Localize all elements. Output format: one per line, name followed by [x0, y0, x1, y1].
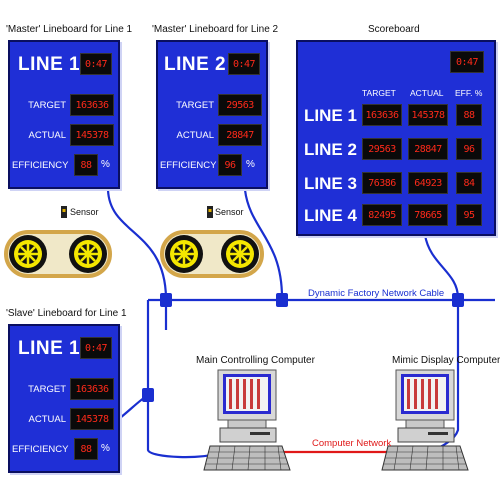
- sensor1-label: Sensor: [70, 207, 99, 217]
- master1-actual-label: ACTUAL: [28, 130, 66, 141]
- slave1-percent-sign: %: [101, 443, 110, 454]
- scoreboard-row-actual: 78665: [408, 204, 448, 226]
- master1-title: LINE 1: [18, 54, 81, 75]
- connector-4: [142, 388, 154, 402]
- cable-master1: [106, 189, 168, 299]
- slave1-target-label: TARGET: [28, 384, 66, 395]
- scoreboard-row-target: 76386: [362, 172, 402, 194]
- computer-network-label: Computer Network: [312, 438, 392, 449]
- scoreboard-clock: 0:47: [450, 51, 484, 73]
- slave1-actual-value: 145378: [70, 408, 114, 430]
- master2-target-value: 29563: [218, 94, 262, 116]
- master2-target-label: TARGET: [176, 100, 214, 111]
- slave1-clock: 0:47: [80, 337, 112, 359]
- scoreboard-row-target: 29563: [362, 138, 402, 160]
- mimic-computer-label: Mimic Display Computer: [392, 355, 500, 366]
- master2-percent-sign: %: [246, 159, 255, 170]
- master2-actual-value: 28847: [218, 124, 262, 146]
- master2-clock: 0:47: [228, 53, 260, 75]
- slave1-target-value: 163636: [70, 378, 114, 400]
- scoreboard-col-eff: EFF. %: [455, 88, 483, 98]
- scoreboard-row-target: 163636: [362, 104, 402, 126]
- scoreboard-row-eff: 84: [456, 172, 482, 194]
- scoreboard-row-actual: 28847: [408, 138, 448, 160]
- slave1-caption: 'Slave' Lineboard for Line 1: [6, 308, 127, 319]
- master2-lineboard: LINE 2 0:47 TARGET 29563 ACTUAL 28847 EF…: [156, 40, 268, 189]
- master1-target-value: 163636: [70, 94, 114, 116]
- cable-scoreboard: [423, 234, 460, 299]
- master1-target-label: TARGET: [28, 100, 66, 111]
- factory-network-cable-label: Dynamic Factory Network Cable: [308, 288, 445, 299]
- master1-percent-sign: %: [101, 159, 110, 170]
- master2-actual-label: ACTUAL: [176, 130, 214, 141]
- sensor2-label: Sensor: [215, 207, 244, 217]
- master2-efficiency-label: EFFICIENCY: [160, 160, 217, 171]
- scoreboard-caption: Scoreboard: [368, 24, 420, 35]
- master1-efficiency-value: 88: [74, 154, 98, 176]
- scoreboard-row-actual: 64923: [408, 172, 448, 194]
- connector-1: [160, 293, 172, 307]
- master1-efficiency-label: EFFICIENCY: [12, 160, 69, 171]
- slave1-efficiency-label: EFFICIENCY: [12, 444, 69, 455]
- master2-caption: 'Master' Lineboard for Line 2: [152, 24, 279, 35]
- scoreboard-row-target: 82495: [362, 204, 402, 226]
- sensor1-icon: [61, 206, 67, 218]
- scoreboard-row-line: LINE 1: [304, 106, 357, 125]
- scoreboard-row-eff: 95: [456, 204, 482, 226]
- master2-efficiency-value: 96: [218, 154, 242, 176]
- master2-title: LINE 2: [164, 54, 227, 75]
- scoreboard-row-eff: 88: [456, 104, 482, 126]
- slave1-lineboard: LINE 1 0:47 TARGET 163636 ACTUAL 145378 …: [8, 324, 120, 473]
- scoreboard-row-line: LINE 3: [304, 174, 357, 193]
- scoreboard-row-eff: 96: [456, 138, 482, 160]
- conveyor2-icon: [160, 230, 264, 278]
- scoreboard-col-target: TARGET: [362, 88, 396, 98]
- cable-master2: [243, 189, 284, 299]
- conveyor1-icon: [4, 230, 112, 278]
- scoreboard: 0:47 TARGET ACTUAL EFF. % LINE 1 163636 …: [296, 40, 496, 236]
- master1-actual-value: 145378: [70, 124, 114, 146]
- slave1-efficiency-value: 88: [74, 438, 98, 460]
- connector-3: [452, 293, 464, 307]
- master1-lineboard: LINE 1 0:47 TARGET 163636 ACTUAL 145378 …: [8, 40, 120, 189]
- scoreboard-row-actual: 145378: [408, 104, 448, 126]
- scoreboard-row-line: LINE 2: [304, 140, 357, 159]
- scoreboard-row-line: LINE 4: [304, 206, 357, 225]
- main-computer-label: Main Controlling Computer: [196, 355, 315, 366]
- scoreboard-col-actual: ACTUAL: [410, 88, 444, 98]
- sensor2-icon: [207, 206, 213, 218]
- mimic-computer-icon: [381, 369, 469, 471]
- main-computer-icon: [203, 369, 291, 471]
- connector-2: [276, 293, 288, 307]
- master1-clock: 0:47: [80, 53, 112, 75]
- slave1-title: LINE 1: [18, 338, 81, 359]
- master1-caption: 'Master' Lineboard for Line 1: [6, 24, 133, 35]
- slave1-actual-label: ACTUAL: [28, 414, 66, 425]
